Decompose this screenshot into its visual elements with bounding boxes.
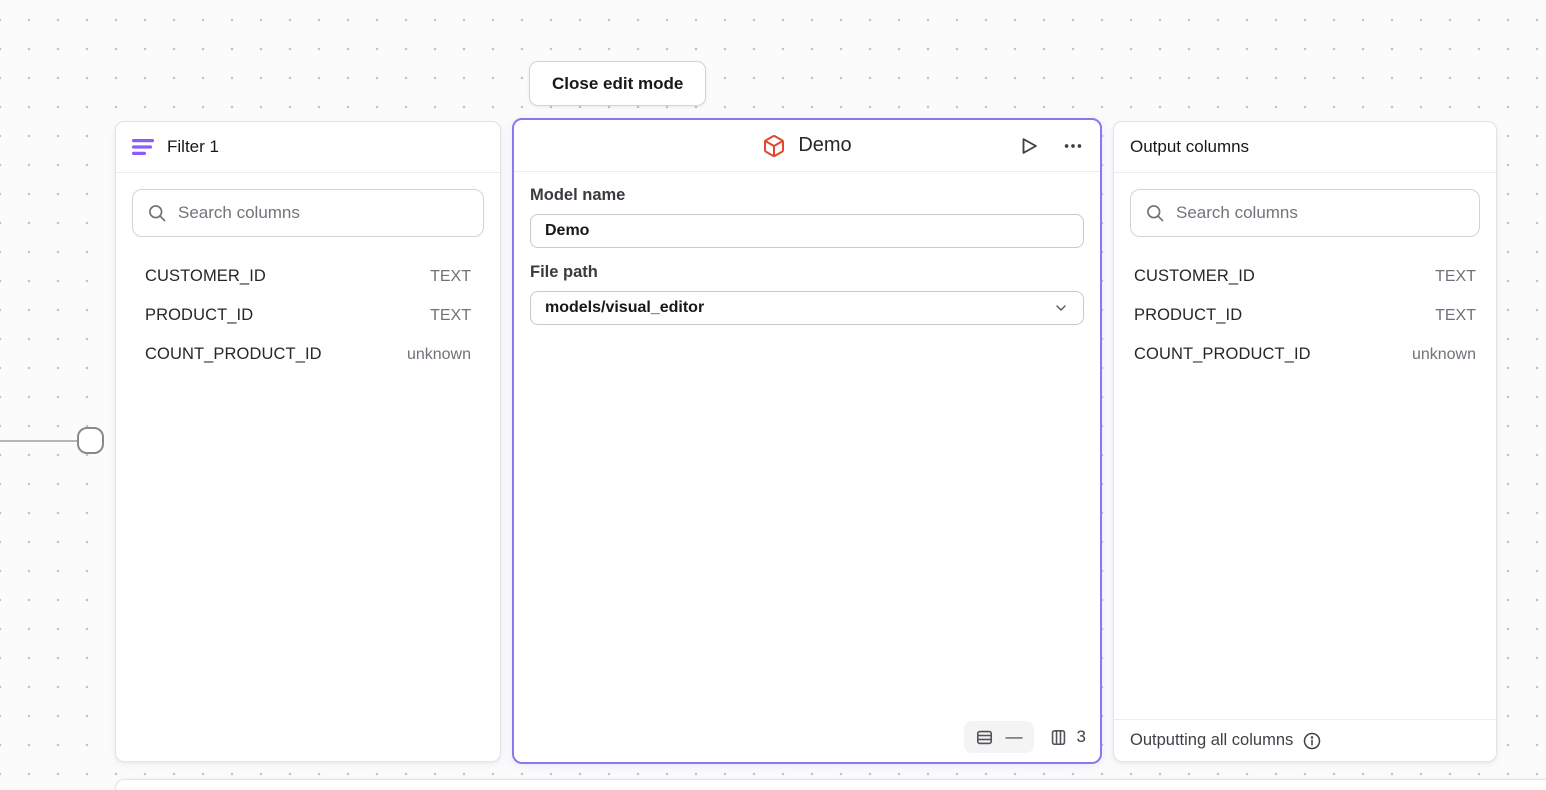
filter-icon	[132, 138, 154, 156]
play-icon	[1018, 135, 1040, 157]
model-name-input[interactable]	[530, 214, 1084, 248]
column-name: PRODUCT_ID	[1134, 306, 1243, 324]
column-row[interactable]: COUNT_PRODUCT_ID unknown	[1114, 335, 1496, 374]
column-row[interactable]: CUSTOMER_ID TEXT	[1114, 257, 1496, 296]
model-header-actions	[1016, 120, 1086, 171]
run-model-button[interactable]	[1016, 133, 1042, 159]
column-row[interactable]: PRODUCT_ID TEXT	[1114, 296, 1496, 335]
column-row[interactable]: COUNT_PRODUCT_ID unknown	[116, 335, 500, 374]
table-rows-icon	[975, 728, 994, 747]
output-search-box[interactable]	[1130, 189, 1480, 237]
table-columns-icon	[1049, 728, 1068, 747]
model-panel-body: Model name File path models/visual_edito…	[514, 172, 1100, 325]
search-icon	[1145, 203, 1165, 223]
column-type: TEXT	[1435, 267, 1476, 285]
column-name: COUNT_PRODUCT_ID	[1134, 345, 1311, 363]
column-name: CUSTOMER_ID	[1134, 267, 1255, 285]
column-type: TEXT	[430, 267, 471, 285]
more-options-button[interactable]	[1060, 133, 1086, 159]
output-panel-title: Output columns	[1130, 137, 1250, 156]
search-icon	[147, 203, 167, 223]
ellipsis-icon	[1062, 135, 1084, 157]
edge-connector-line	[0, 440, 77, 442]
chevron-down-icon	[1053, 300, 1069, 316]
column-name: COUNT_PRODUCT_ID	[145, 345, 322, 363]
column-row[interactable]: CUSTOMER_ID TEXT	[116, 257, 500, 296]
column-name: CUSTOMER_ID	[145, 267, 266, 285]
column-count-value: 3	[1076, 727, 1086, 746]
filter-panel-header: Filter 1	[116, 122, 500, 173]
model-panel-header: Demo	[514, 120, 1100, 172]
column-type: unknown	[406, 345, 471, 363]
output-column-list: CUSTOMER_ID TEXT PRODUCT_ID TEXT COUNT_P…	[1114, 257, 1496, 374]
bottom-node-panel[interactable]	[115, 779, 1546, 790]
edge-connector-handle[interactable]	[77, 427, 104, 454]
column-name: PRODUCT_ID	[145, 306, 254, 324]
model-cube-icon	[762, 134, 786, 158]
output-columns-panel[interactable]: Output columns CUSTOMER_ID TEXT PRODUCT_…	[1113, 121, 1497, 762]
file-path-select[interactable]: models/visual_editor	[530, 291, 1084, 325]
filter-panel-title: Filter 1	[167, 137, 219, 156]
output-footer-text: Outputting all columns	[1130, 731, 1294, 749]
column-row[interactable]: PRODUCT_ID TEXT	[116, 296, 500, 335]
row-count-value: —	[1005, 727, 1023, 746]
model-node-panel[interactable]: Demo	[512, 118, 1102, 764]
output-search-input[interactable]	[1176, 203, 1465, 223]
filter-search-input[interactable]	[178, 203, 469, 223]
close-edit-mode-button[interactable]: Close edit mode	[529, 61, 707, 106]
info-icon[interactable]	[1302, 731, 1322, 751]
filter-node-panel[interactable]: Filter 1 CUSTOMER_ID TEXT PRODUCT_ID TEX…	[115, 121, 501, 762]
column-type: TEXT	[430, 306, 471, 324]
column-type: TEXT	[1435, 306, 1476, 324]
file-path-label: File path	[530, 263, 598, 281]
row-count-stat[interactable]: —	[963, 721, 1034, 753]
model-name-label: Model name	[530, 186, 626, 204]
column-count-stat[interactable]: 3	[1049, 727, 1086, 747]
file-path-value: models/visual_editor	[545, 299, 705, 316]
column-type: unknown	[1411, 345, 1476, 363]
model-panel-title: Demo	[798, 134, 852, 156]
output-footer: Outputting all columns	[1114, 719, 1496, 761]
output-panel-header: Output columns	[1114, 122, 1496, 173]
filter-search-box[interactable]	[132, 189, 484, 237]
filter-column-list: CUSTOMER_ID TEXT PRODUCT_ID TEXT COUNT_P…	[116, 257, 500, 374]
model-stats-footer: — 3	[963, 721, 1086, 753]
